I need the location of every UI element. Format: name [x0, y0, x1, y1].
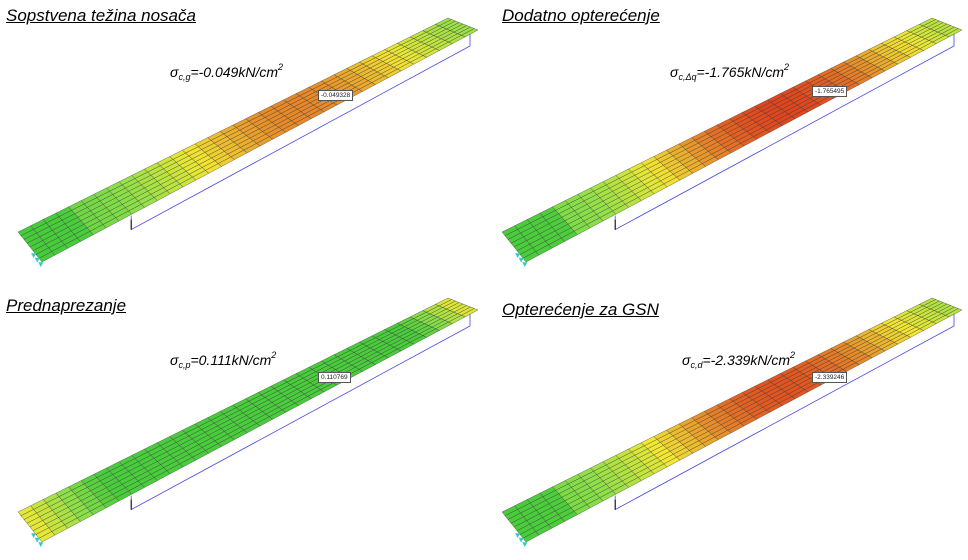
support-icon: [518, 537, 524, 543]
support-axis-line: [614, 312, 955, 511]
support-icon: [31, 533, 37, 539]
support-icon: [31, 253, 37, 259]
sigma-symbol: σ: [170, 64, 179, 80]
panel-prestress: Prednaprezanje σc,p=0.111kN/cm2 0.110769: [0, 280, 484, 560]
panel-uls-load: Opterećenje za GSN σc,d=-2.339kN/cm2 -2.…: [484, 280, 968, 560]
max-value-label: -2.339246: [812, 372, 848, 383]
panel-title: Prednaprezanje: [6, 296, 127, 315]
max-value-label: 0.110769: [318, 372, 351, 383]
unit-exponent: 2: [784, 62, 790, 72]
stress-value: =-1.765kN/cm: [696, 64, 785, 80]
mesh-cell: [945, 28, 963, 38]
support-icon: [515, 253, 521, 259]
panel-self-weight: Sopstvena težina nosača σc,g=-0.049kN/cm…: [0, 0, 484, 280]
support-icon: [34, 537, 40, 543]
stress-formula: σc,d=-2.339kN/cm2: [682, 350, 795, 370]
stress-value: =0.111kN/cm: [190, 352, 272, 368]
max-value-label: -1.765495: [812, 86, 848, 97]
panel-additional-load: Dodatno opterećenje σc,Δq=-1.765kN/cm2 -…: [484, 0, 968, 280]
support-icon: [515, 533, 521, 539]
support-axis-line: [130, 312, 471, 511]
panel-title: Dodatno opterećenje: [502, 6, 660, 25]
mesh-plot-uls-load: [501, 297, 963, 548]
stress-value: =-2.339kN/cm: [702, 352, 791, 368]
stress-formula: σc,g=-0.049kN/cm2: [170, 62, 283, 82]
support-icon: [34, 257, 40, 263]
mesh-cell: [945, 308, 963, 318]
sigma-subscript: c,d: [690, 360, 703, 370]
mesh-plot-self-weight: [17, 17, 479, 268]
unit-exponent: 2: [790, 350, 796, 360]
support-icon: [38, 542, 44, 548]
support-icon: [522, 262, 528, 268]
mesh-plot-additional-load: [501, 17, 963, 268]
support-icon: [518, 257, 524, 263]
support-icon: [38, 262, 44, 268]
sigma-subscript: c,p: [178, 360, 191, 370]
mesh-plot-prestress: [17, 297, 479, 548]
sigma-symbol: σ: [682, 352, 691, 368]
stress-formula: σc,p=0.111kN/cm2: [170, 350, 276, 370]
panel-title: Sopstvena težina nosača: [6, 6, 196, 25]
support-icon: [522, 542, 528, 548]
stress-formula: σc,Δq=-1.765kN/cm2: [670, 62, 789, 82]
unit-exponent: 2: [271, 350, 277, 360]
panel-title: Opterećenje za GSN: [502, 300, 659, 319]
mesh-cell: [461, 308, 479, 318]
max-value-label: -0.049328: [318, 90, 354, 101]
stress-value: =-0.049kN/cm: [190, 64, 279, 80]
sigma-symbol: σ: [170, 352, 179, 368]
sigma-subscript: c,g: [178, 72, 191, 82]
sigma-subscript: c,Δq: [678, 72, 697, 82]
unit-exponent: 2: [278, 62, 284, 72]
mesh-cell: [461, 28, 479, 38]
sigma-symbol: σ: [670, 64, 679, 80]
